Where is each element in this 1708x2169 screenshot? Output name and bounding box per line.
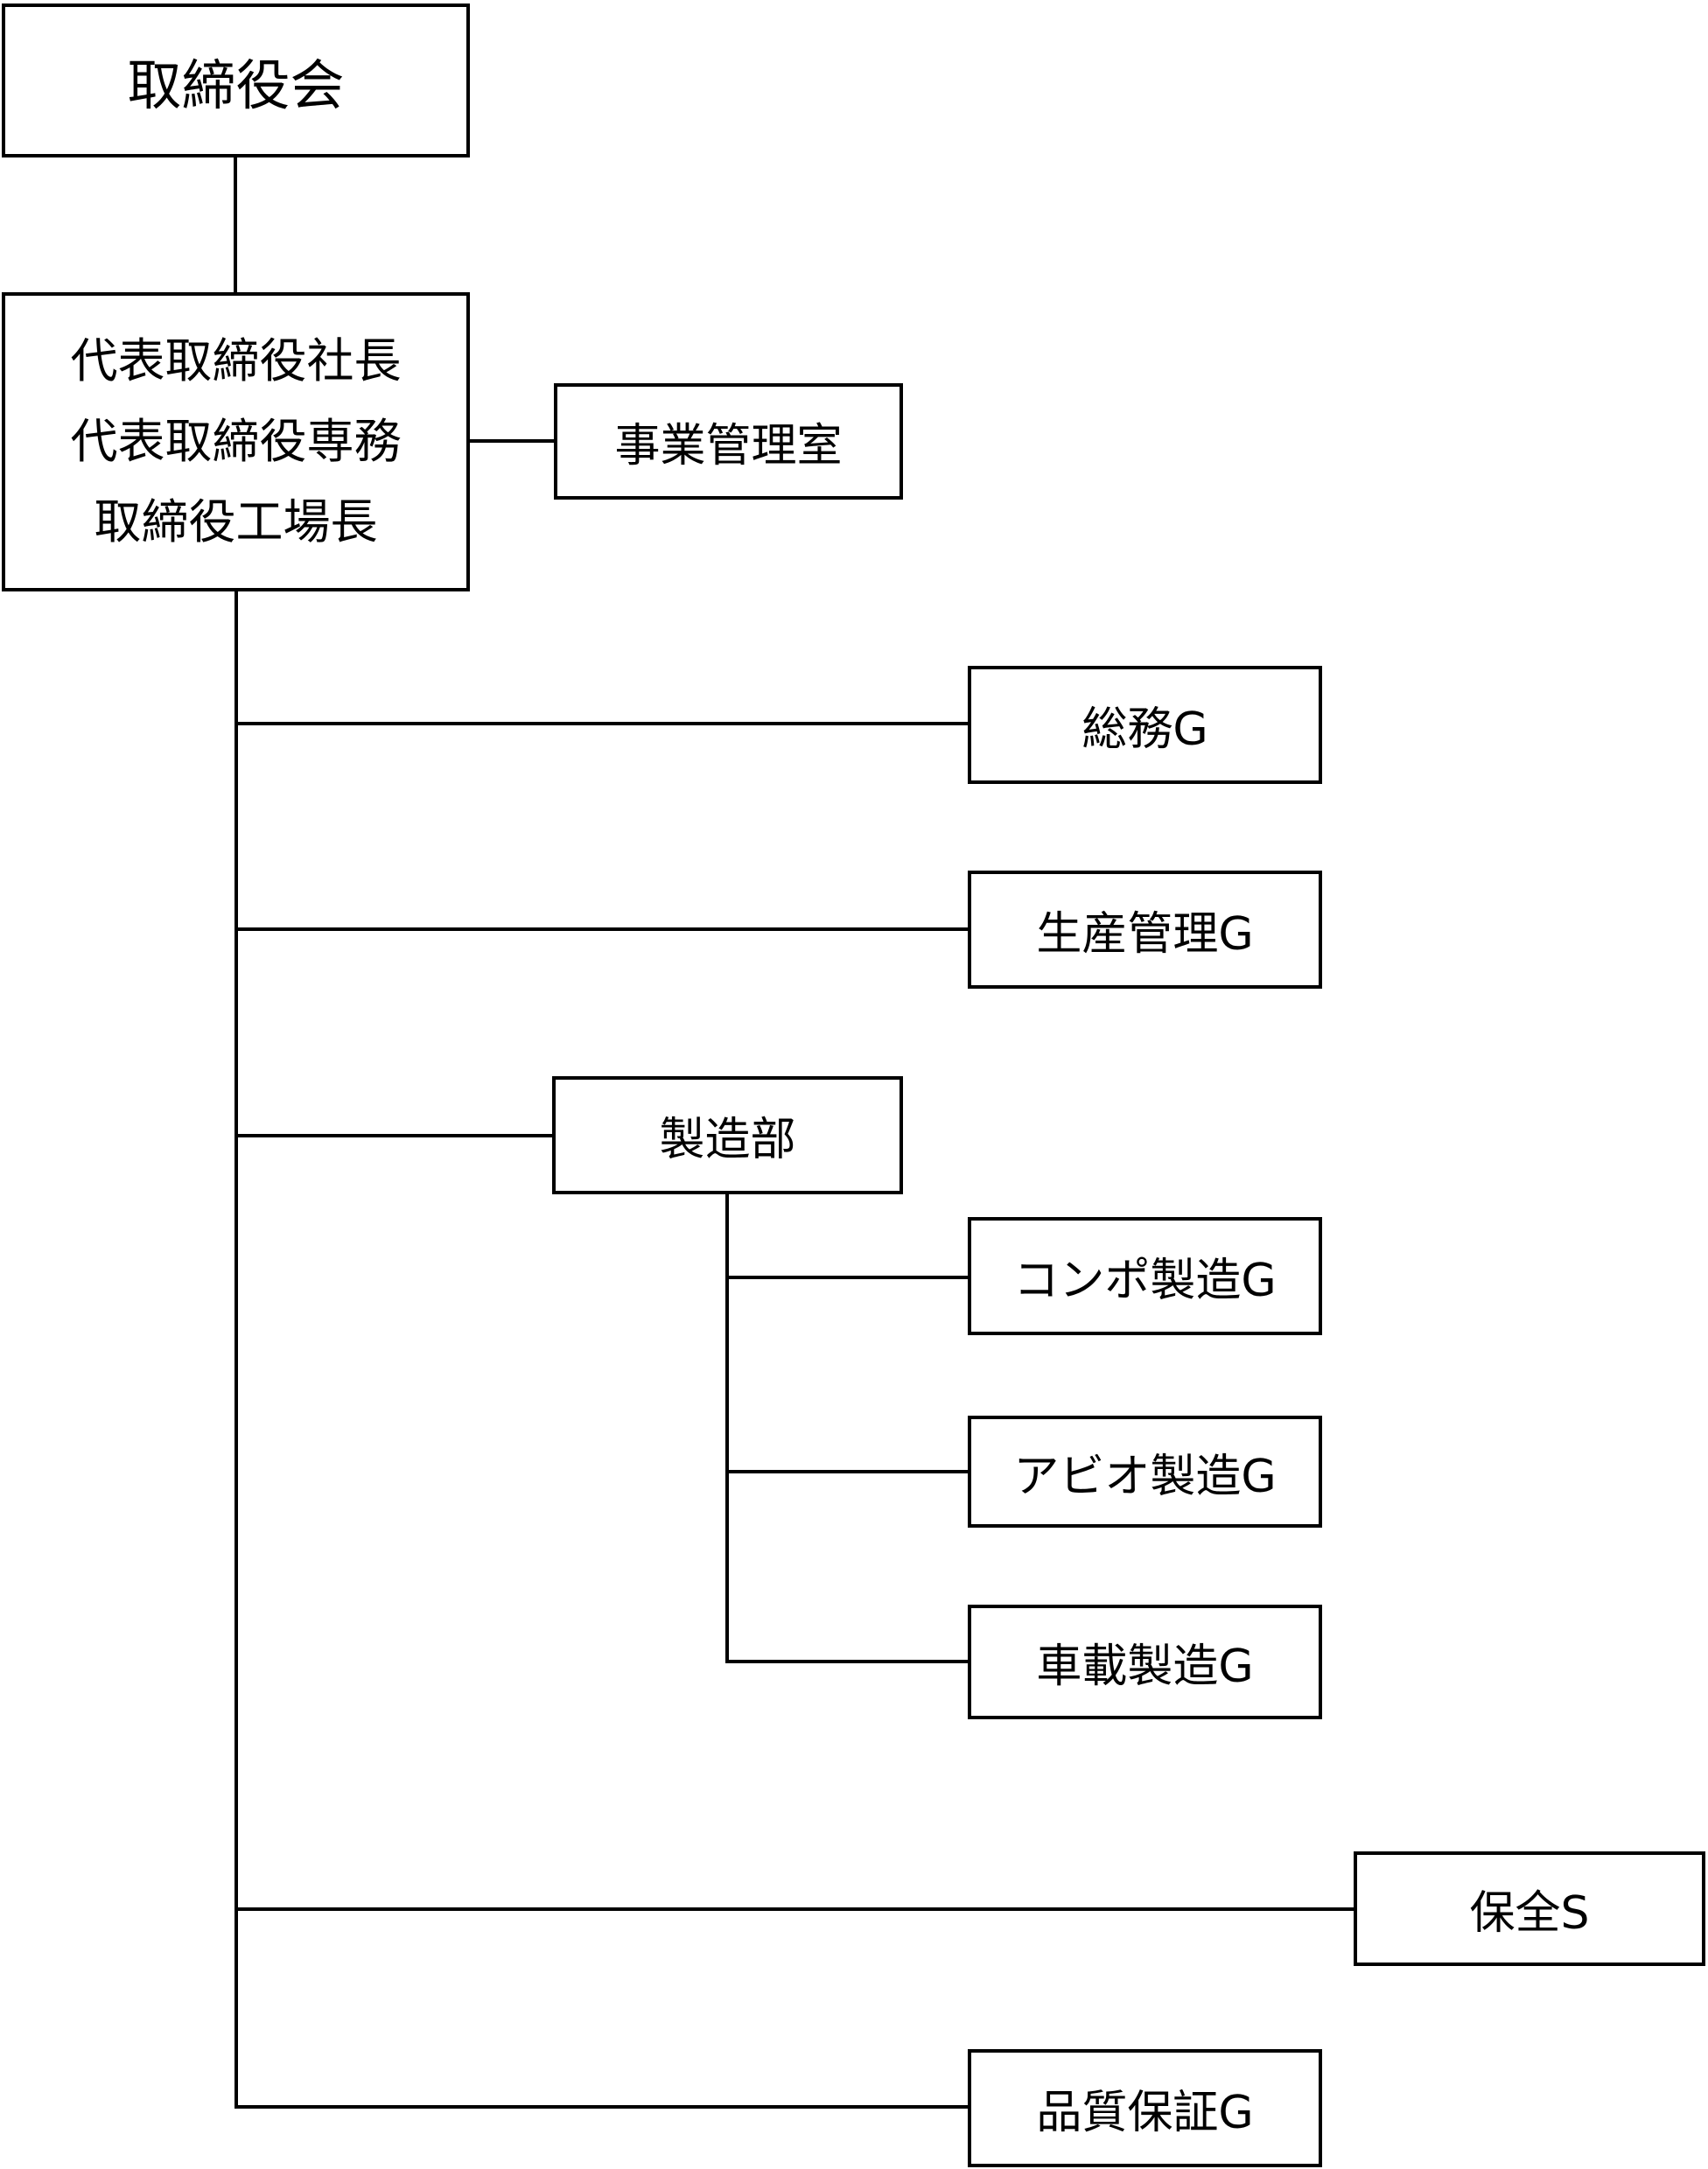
connector-maintenance: [234, 1907, 1355, 1911]
manufacturing-dept-label: 製造部: [659, 1114, 796, 1166]
business-management-office-label: 事業管理室: [614, 420, 843, 472]
business-management-office-box: 事業管理室: [554, 383, 903, 500]
connector-general-affairs: [234, 722, 970, 725]
production-control-group-box: 生産管理G: [968, 871, 1322, 989]
connector-abio-manufacturing: [725, 1470, 970, 1473]
automotive-manufacturing-group-box: 車載製造G: [968, 1605, 1322, 1719]
compo-manufacturing-group-label: コンポ製造G: [1013, 1255, 1277, 1307]
connector-quality-assurance: [234, 2105, 970, 2109]
board-of-directors-box: 取締役会: [2, 3, 470, 157]
main-vertical-trunk: [234, 590, 238, 2109]
connector-manufacturing-dept: [234, 1134, 554, 1137]
manufacturing-dept-box: 製造部: [552, 1076, 903, 1194]
connector-compo-manufacturing: [725, 1276, 970, 1279]
automotive-manufacturing-group-label: 車載製造G: [1036, 1641, 1254, 1693]
abio-manufacturing-group-label: アビオ製造G: [1013, 1450, 1277, 1503]
manufacturing-vertical-branch: [725, 1192, 729, 1663]
board-of-directors-label: 取締役会: [127, 53, 345, 117]
compo-manufacturing-group-box: コンポ製造G: [968, 1217, 1322, 1335]
general-affairs-group-box: 総務G: [968, 666, 1322, 784]
quality-assurance-group-box: 品質保証G: [968, 2049, 1322, 2167]
connector-executives-to-staff-office: [469, 439, 556, 443]
connector-board-to-executives: [234, 154, 237, 293]
executive-senior-managing-label: 代表取締役専務: [70, 414, 402, 469]
production-control-group-label: 生産管理G: [1036, 908, 1254, 961]
quality-assurance-group-label: 品質保証G: [1036, 2087, 1254, 2139]
maintenance-section-label: 保全S: [1469, 1887, 1590, 1940]
maintenance-section-box: 保全S: [1354, 1851, 1705, 1966]
abio-manufacturing-group-box: アビオ製造G: [968, 1416, 1322, 1528]
executives-box: 代表取締役社長 代表取締役専務 取締役工場長: [2, 292, 470, 591]
connector-production-control: [234, 927, 970, 931]
executive-plant-manager-label: 取締役工場長: [94, 494, 378, 549]
connector-automotive-manufacturing: [725, 1660, 970, 1663]
executive-president-label: 代表取締役社長: [70, 333, 402, 388]
general-affairs-group-label: 総務G: [1082, 703, 1208, 756]
